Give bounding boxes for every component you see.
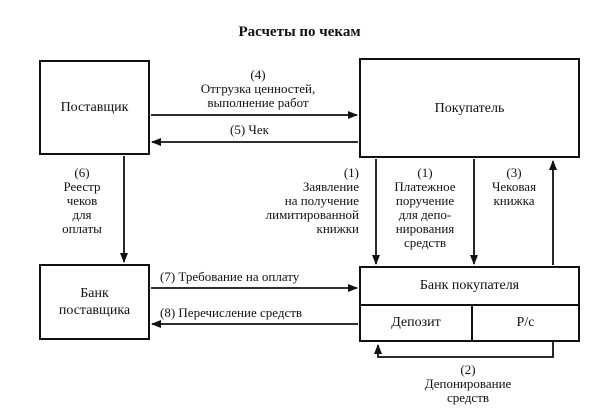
payment-order-line3: для депо-: [398, 207, 452, 222]
buyer-bank-header: Банк покупателя: [361, 268, 578, 304]
application-line3: лимитированной: [265, 207, 359, 222]
depositing-line2: средств: [446, 390, 490, 405]
payment-order-line5: средств: [403, 235, 447, 250]
application-number: (1): [343, 165, 359, 180]
transfer-label: (8) Перечисление средств: [160, 305, 303, 320]
registry-line2: чеков: [66, 193, 98, 208]
registry-line1: Реестр: [63, 179, 101, 194]
supplier-label: Поставщик: [60, 100, 129, 115]
payment-order-line1: Платежное: [394, 179, 456, 194]
checkbook-line2: книжка: [493, 193, 535, 208]
buyer-label: Покупатель: [434, 100, 505, 116]
application-line1: Заявление: [302, 179, 359, 194]
demand-label: (7) Требование на оплату: [160, 269, 300, 284]
shipment-line2: выполнение работ: [207, 95, 309, 110]
supplier-bank-box: Банк поставщика: [39, 264, 150, 340]
supplier-bank-label-line1: Банк: [80, 286, 109, 301]
check-label: (5) Чек: [230, 122, 269, 137]
supplier-box: Поставщик: [39, 60, 150, 155]
application-line2: на получение: [284, 193, 359, 208]
registry-label: (6) Реестр чеков для оплаты: [42, 166, 122, 236]
buyer-bank-label: Банк покупателя: [419, 278, 520, 293]
shipment-label: (4) Отгрузка ценностей, выполнение работ: [170, 68, 346, 110]
registry-number: (6): [74, 165, 90, 180]
payment-order-line2: поручение: [395, 193, 455, 208]
payment-order-line4: нирования: [395, 221, 455, 236]
deposit-label: Депозит: [391, 315, 441, 330]
application-line4: книжки: [316, 221, 360, 236]
shipment-number: (4): [250, 67, 266, 82]
arrow-depositing: [374, 342, 554, 358]
diagram-title: Расчеты по чекам: [238, 24, 361, 40]
shipment-line1: Отгрузка ценностей,: [200, 81, 316, 96]
registry-line3: для: [72, 207, 92, 222]
account-cell: Р/с: [473, 306, 578, 340]
checkbook-line1: Чековая: [491, 179, 537, 194]
checkbook-label: (3) Чековая книжка: [477, 166, 551, 208]
depositing-label: (2) Депонирование средств: [398, 363, 538, 405]
checkbook-number: (3): [506, 165, 522, 180]
application-label: (1) Заявление на получение лимитированно…: [228, 166, 359, 236]
buyer-box: Покупатель: [359, 58, 580, 158]
account-label: Р/с: [516, 315, 535, 330]
depositing-number: (2): [460, 362, 476, 377]
payment-order-number: (1): [417, 165, 433, 180]
deposit-cell: Депозит: [361, 306, 471, 340]
registry-line4: оплаты: [62, 221, 102, 236]
depositing-line1: Депонирование: [424, 376, 512, 391]
payment-order-label: (1) Платежное поручение для депо- нирова…: [378, 166, 472, 250]
supplier-bank-label-line2: поставщика: [58, 303, 131, 318]
